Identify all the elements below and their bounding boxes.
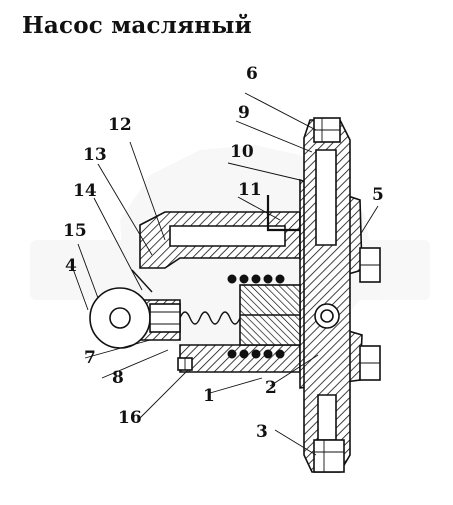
leader-lines bbox=[71, 92, 379, 456]
ball-valve bbox=[314, 303, 340, 329]
callout-16: 16 bbox=[118, 408, 142, 428]
bolt-16 bbox=[177, 357, 193, 371]
coil-row-lower bbox=[227, 349, 285, 359]
callout-12: 12 bbox=[108, 115, 132, 135]
nut-right bbox=[359, 247, 381, 381]
pump-cover bbox=[303, 119, 351, 473]
page-title: Насос масляный bbox=[22, 12, 252, 39]
callout-2: 2 bbox=[265, 378, 277, 398]
drive-gear bbox=[239, 284, 301, 346]
bolt-top bbox=[313, 117, 341, 143]
oil-channel bbox=[266, 195, 301, 258]
coil-row-upper bbox=[227, 274, 285, 284]
callout-13: 13 bbox=[83, 145, 107, 165]
callout-10: 10 bbox=[230, 142, 254, 162]
callout-5: 5 bbox=[372, 185, 384, 205]
drive-shaft bbox=[89, 269, 181, 349]
callout-8: 8 bbox=[112, 368, 124, 388]
callout-6: 6 bbox=[246, 64, 258, 84]
callout-11: 11 bbox=[238, 180, 262, 200]
callout-14: 14 bbox=[73, 181, 97, 201]
callout-3: 3 bbox=[256, 422, 268, 442]
bolt-bottom bbox=[313, 439, 345, 473]
callout-15: 15 bbox=[63, 221, 87, 241]
callout-1: 1 bbox=[203, 386, 215, 406]
callout-7: 7 bbox=[84, 348, 96, 368]
callout-9: 9 bbox=[238, 103, 250, 123]
callout-4: 4 bbox=[65, 256, 77, 276]
